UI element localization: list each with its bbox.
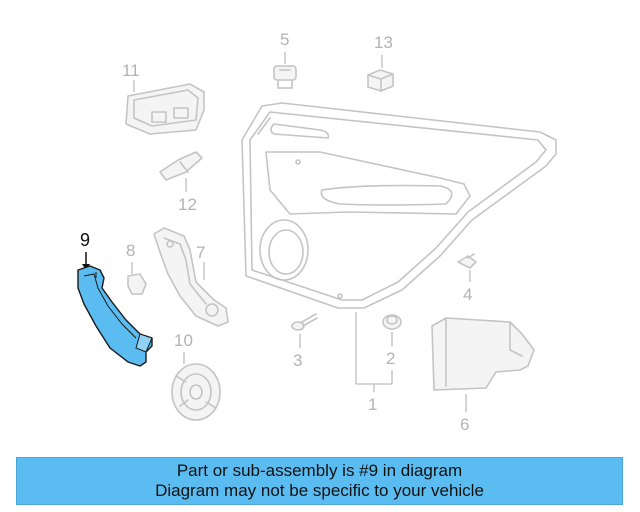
part-4-plug: 4 — [457, 253, 477, 304]
part-3-screw: 3 — [291, 313, 318, 370]
part-9-door-handle: 9 — [77, 230, 153, 367]
callout-1: 1 — [368, 395, 377, 414]
part-12-pin: 12 — [159, 151, 203, 214]
part-8-clip: 8 — [126, 241, 147, 295]
callout-8: 8 — [126, 241, 135, 260]
callout-3: 3 — [293, 351, 302, 370]
part-10-speaker: 10 — [171, 331, 221, 421]
caption-line-2: Diagram may not be specific to your vehi… — [155, 481, 484, 500]
callout-4: 4 — [463, 285, 472, 304]
part-5-clip: 5 — [273, 30, 297, 89]
callout-9: 9 — [80, 230, 90, 250]
caption-line-1: Part or sub-assembly is #9 in diagram — [176, 461, 463, 480]
parts-diagram: 5 13 11 12 8 — [77, 30, 557, 434]
part-6-shield: 6 — [431, 317, 535, 434]
part-1-leader: 1 — [355, 312, 393, 414]
callout-13: 13 — [374, 33, 393, 52]
callout-6: 6 — [460, 415, 469, 434]
callout-12: 12 — [178, 195, 197, 214]
callout-5: 5 — [280, 30, 289, 49]
door-trim-panel — [241, 102, 557, 309]
callout-2: 2 — [386, 349, 395, 368]
part-7-bracket: 7 — [153, 227, 229, 327]
callout-10: 10 — [174, 331, 193, 350]
part-13-block: 13 — [367, 33, 394, 92]
callout-7: 7 — [196, 243, 205, 262]
callout-11: 11 — [122, 61, 140, 80]
highlighted-part-9 — [77, 265, 153, 367]
part-11-switch-housing: 11 — [122, 61, 205, 135]
caption-banner: Part or sub-assembly is #9 in diagram Di… — [16, 457, 623, 505]
part-2-grommet: 2 — [382, 314, 402, 368]
